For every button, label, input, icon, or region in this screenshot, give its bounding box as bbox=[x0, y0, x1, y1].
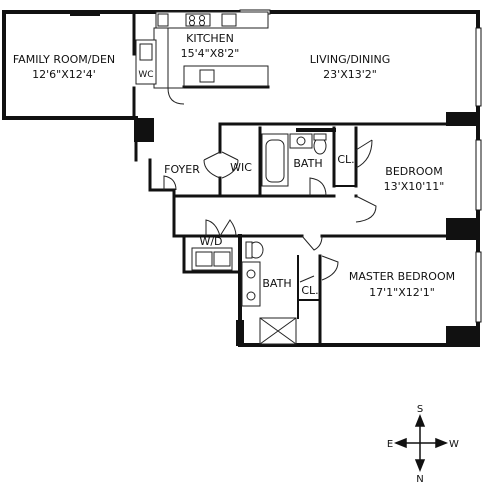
master-bedroom-size: 17'1"X12'1" bbox=[369, 286, 435, 299]
living-size: 23'X13'2" bbox=[323, 68, 377, 81]
compass bbox=[393, 413, 449, 473]
walls bbox=[2, 10, 480, 347]
bath1-fixtures bbox=[261, 133, 327, 187]
bath2-label: BATH bbox=[262, 277, 291, 290]
compass-east-label: E bbox=[387, 439, 393, 450]
wc-label: WC bbox=[138, 70, 153, 80]
compass-west-label: W bbox=[449, 439, 459, 450]
bedroom-name: BEDROOM bbox=[385, 165, 442, 178]
kitchen-fixtures bbox=[135, 11, 269, 89]
compass-arrow-west-icon bbox=[435, 437, 449, 449]
compass-south-label: S bbox=[417, 404, 423, 415]
living-name: LIVING/DINING bbox=[310, 53, 391, 66]
compass-north-label: N bbox=[416, 474, 423, 485]
bedroom-size: 13'X10'11" bbox=[384, 180, 445, 193]
doors bbox=[163, 87, 377, 283]
compass-arrow-south-icon bbox=[414, 413, 426, 427]
columns bbox=[70, 10, 478, 346]
closet1-label: CL. bbox=[337, 153, 354, 166]
wic-label: WIC bbox=[230, 161, 252, 174]
closet2-label: CL. bbox=[301, 284, 318, 297]
wd-label: W/D bbox=[199, 235, 222, 248]
bath1-label: BATH bbox=[293, 157, 322, 170]
family-room-name: FAMILY ROOM/DEN bbox=[13, 53, 115, 66]
master-bedroom-name: MASTER BEDROOM bbox=[349, 270, 455, 283]
family-room-size: 12'6"X12'4' bbox=[32, 68, 96, 81]
compass-arrow-north-icon bbox=[414, 459, 426, 473]
kitchen-name: KITCHEN bbox=[186, 32, 234, 45]
kitchen-size: 15'4"X8'2" bbox=[181, 47, 240, 60]
room-labels: FAMILY ROOM/DEN 12'6"X12'4' WC KITCHEN 1… bbox=[13, 32, 455, 299]
compass-arrow-east-icon bbox=[393, 437, 407, 449]
laundry-bath2-fixtures bbox=[191, 241, 297, 345]
foyer-label: FOYER bbox=[164, 163, 200, 176]
